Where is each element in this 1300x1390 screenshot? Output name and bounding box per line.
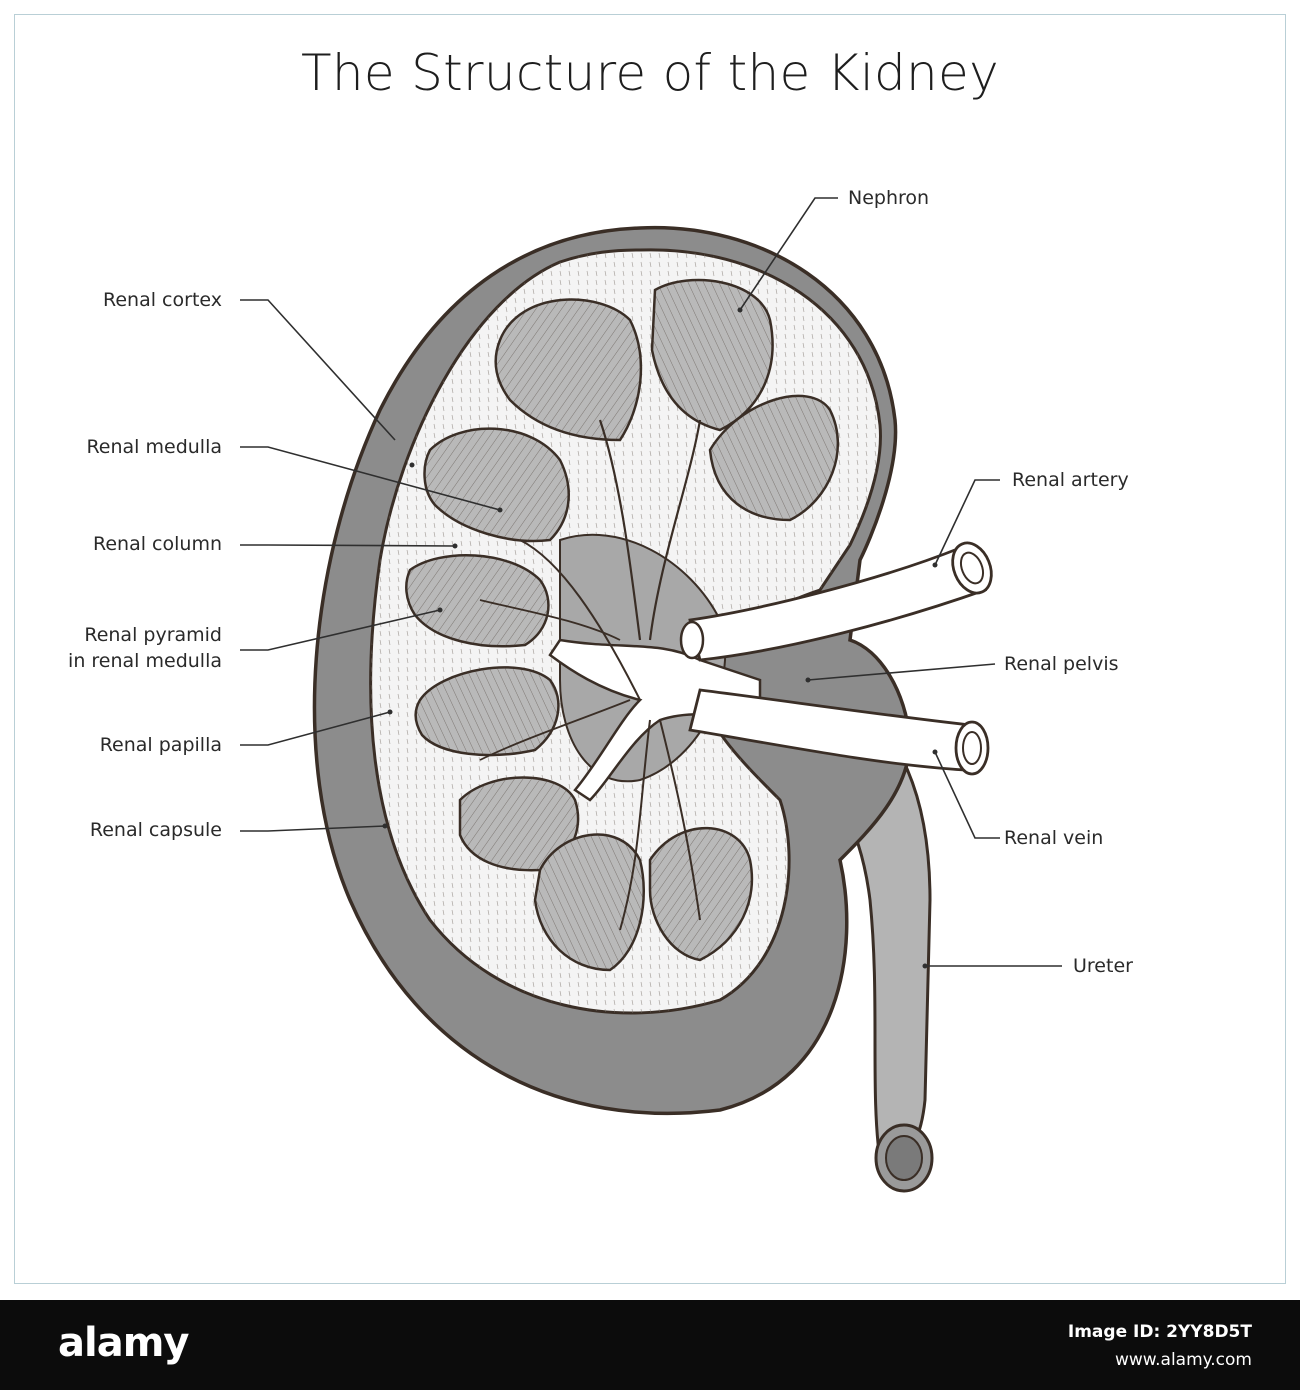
pyramid-2-hatch [652,280,773,430]
leader-nephron [739,197,838,311]
label-renal-papilla: Renal papilla [99,734,222,756]
pyramid-3-hatch [710,395,838,520]
pyramid-4-hatch [424,428,569,541]
renal-pyramids [405,278,840,972]
label-renal-medulla: Renal medulla [86,436,222,458]
label-renal-capsule: Renal capsule [89,819,222,841]
kidney-illustration [240,197,1062,1193]
leader-lines [240,197,1062,967]
alamy-logo: alamy [58,1320,189,1366]
pyramid-7-hatch [460,777,579,871]
label-nephron: Nephron [848,187,930,209]
leader-renal-pelvis [807,663,996,681]
label-renal-pyramid-line2: in renal medulla [68,650,222,672]
leader-renal-medulla [240,446,501,511]
renal-artery-shape [679,541,993,662]
leader-renal-papilla [240,711,391,746]
label-renal-pyramid-line1: Renal pyramid [84,624,222,646]
label-renal-cortex: Renal cortex [103,289,222,311]
image-id-text: Image ID: 2YY8D5T [1067,1322,1252,1342]
leader-dots [382,307,938,969]
label-renal-pelvis: Renal pelvis [1004,653,1119,675]
leader-renal-pyramid [240,609,441,651]
leader-renal-column [240,544,456,547]
renal-pelvis-branches [479,419,762,931]
stock-footer: alamy Image ID: 2YY8D5T www.alamy.com [0,1300,1300,1390]
diagram-title: The Structure of the Kidney [301,44,999,102]
site-url-text: www.alamy.com [1114,1350,1252,1370]
ureter-shape [797,698,934,1193]
label-renal-vein: Renal vein [1004,827,1104,849]
pyramid-6-hatch [415,667,559,755]
label-renal-column: Renal column [93,533,222,555]
pyramid-8-hatch [535,834,644,970]
pyramid-1-hatch [495,299,641,440]
leader-renal-capsule [240,825,386,832]
pyramid-5-hatch [406,555,549,647]
label-ureter: Ureter [1073,955,1133,977]
leader-renal-cortex [240,299,396,441]
leader-renal-artery [934,479,1000,566]
leader-renal-vein [934,751,1000,839]
pyramid-9-hatch [650,828,752,960]
renal-vein-shape [688,688,990,776]
label-renal-artery: Renal artery [1012,469,1129,491]
